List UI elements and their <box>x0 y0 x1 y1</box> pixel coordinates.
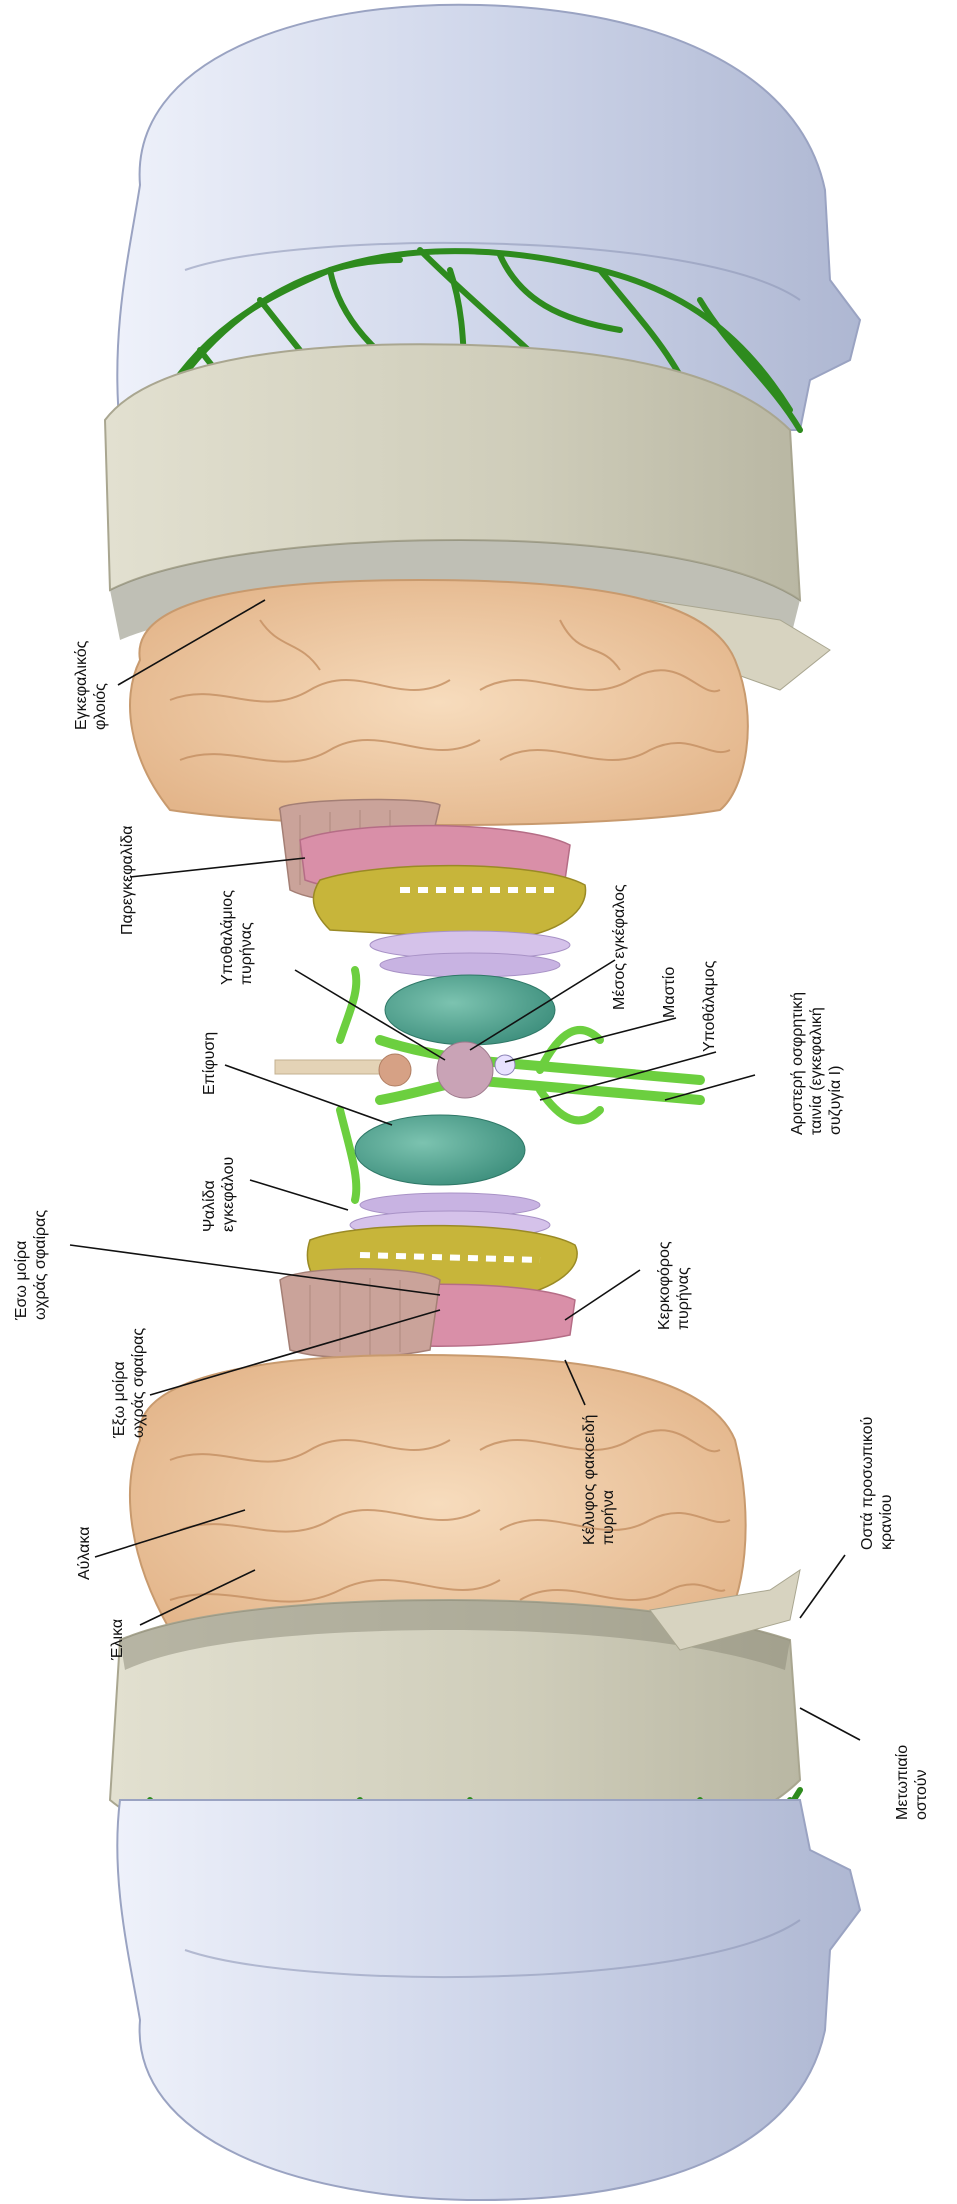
label-cerebellum: Παρεγκεφαλίδα <box>118 825 137 935</box>
lower-head-shell <box>117 1800 860 2200</box>
label-hypothalamus: Υποθάλαμος <box>700 961 719 1052</box>
label-sulcus: Αύλακα <box>75 1527 94 1580</box>
label-mammillary: Μαστίο <box>660 967 679 1018</box>
label-globus-outer: Έξω μοίρα ωχράς σφαίρας <box>110 1328 148 1438</box>
upper-globus-pallidus-inner <box>380 953 560 977</box>
label-olfactory: Αριστερή οσφρητική ταινία (εγκεφαλική συ… <box>788 992 845 1135</box>
pineal-body <box>379 1054 411 1086</box>
label-lentiform: Κέλυφος φακοειδή πυρήνα <box>580 1415 618 1545</box>
label-midbrain: Μέσος εγκέφαλος <box>610 884 629 1010</box>
lower-cerebellum <box>280 1269 440 1358</box>
label-fornix: Ψαλίδα εγκεφάλου <box>200 1157 238 1232</box>
leader-frontal-bone <box>800 1708 860 1740</box>
label-facial-bones: Οστά προσωπικού κρανίου <box>858 1417 896 1550</box>
upper-thalamus <box>385 975 555 1045</box>
upper-brain-hemisphere <box>130 580 748 825</box>
leader-fornix <box>250 1180 348 1210</box>
lower-thalamus <box>355 1115 525 1185</box>
leader-caudate <box>565 1270 640 1320</box>
upper-caudate-nucleus <box>313 866 585 940</box>
mammillary-body <box>495 1055 515 1075</box>
label-cortex: Εγκεφαλικός φλοιός <box>72 641 110 730</box>
label-gyrus: Έλικα <box>108 1619 127 1660</box>
leader-facial-bones <box>800 1555 845 1618</box>
midbrain-disc <box>437 1042 493 1098</box>
label-hypothalamic-nucleus: Υποθαλάμιος πυρήνας <box>218 890 256 985</box>
label-frontal-bone: Μετωπιαίο οστούν <box>893 1745 931 1820</box>
leader-cerebellum <box>130 858 305 877</box>
label-globus-inner: Έσω μοίρα ωχράς σφαίρας <box>12 1210 50 1320</box>
label-pineal: Επίφυση <box>200 1032 219 1095</box>
label-caudate: Κερκοφόρος πυρήνας <box>655 1241 693 1330</box>
